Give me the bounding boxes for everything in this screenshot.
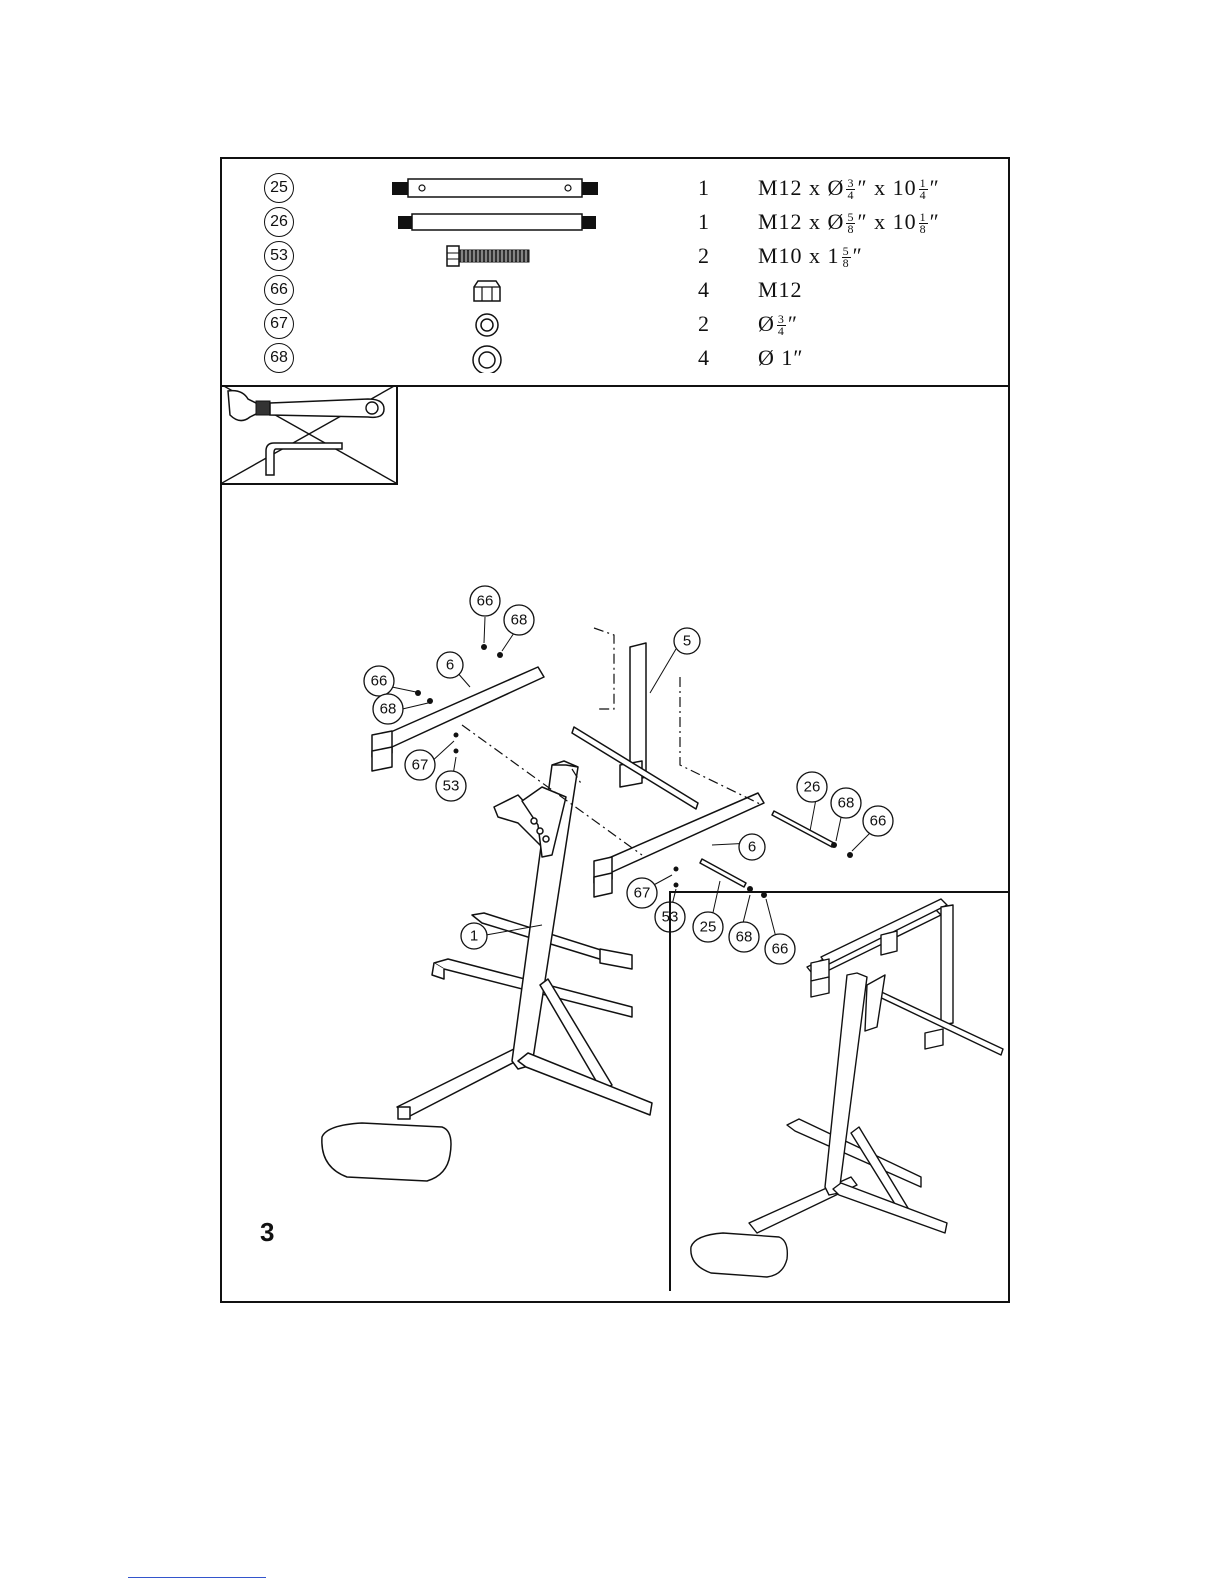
bolt-rod-icon (392, 173, 632, 203)
callout-label: 66 (371, 673, 388, 690)
part-quantity: 4 (698, 275, 709, 305)
callout-label: 68 (380, 701, 397, 718)
part-row-68: 68 4 Ø 1″ (222, 343, 1008, 377)
callout-label: 68 (838, 795, 855, 812)
part-number: 26 (264, 207, 294, 237)
part-quantity: 2 (698, 241, 709, 271)
part-number: 53 (264, 241, 294, 271)
callout-label: 66 (477, 593, 494, 610)
callout-label: 1 (470, 928, 478, 945)
part-spec: Ø 1″ (758, 343, 804, 373)
callout-label: 6 (748, 839, 756, 856)
callout-label: 26 (804, 779, 821, 796)
wrench-and-allen-key-icon (222, 385, 396, 483)
callout-label: 68 (511, 612, 528, 629)
hex-bolt-icon (392, 241, 632, 271)
assembled-bench-diagram (671, 893, 1008, 1291)
callout-label: 66 (870, 813, 887, 830)
callout-label: 6 (446, 657, 454, 674)
nut-icon (392, 275, 632, 305)
callout-label: 67 (634, 885, 651, 902)
tools-box (222, 385, 398, 485)
step-number: 3 (260, 1217, 274, 1248)
callout-label: 5 (683, 633, 691, 650)
part-quantity: 1 (698, 173, 709, 203)
assembled-view-inset (669, 891, 1008, 1291)
small-washer-icon (392, 309, 632, 339)
large-washer-icon (392, 343, 632, 373)
part-number: 67 (264, 309, 294, 339)
part-quantity: 1 (698, 207, 709, 237)
callout-label: 53 (443, 778, 460, 795)
footer-link-underline (128, 1577, 266, 1578)
part-spec: M12 (758, 275, 803, 305)
part-row-66: 66 4 M12 (222, 275, 1008, 309)
threaded-rod-icon (392, 207, 632, 237)
part-number: 25 (264, 173, 294, 203)
part-number: 66 (264, 275, 294, 305)
part-quantity: 4 (698, 343, 709, 373)
part-quantity: 2 (698, 309, 709, 339)
callout-label: 67 (412, 757, 429, 774)
part-number: 68 (264, 343, 294, 373)
